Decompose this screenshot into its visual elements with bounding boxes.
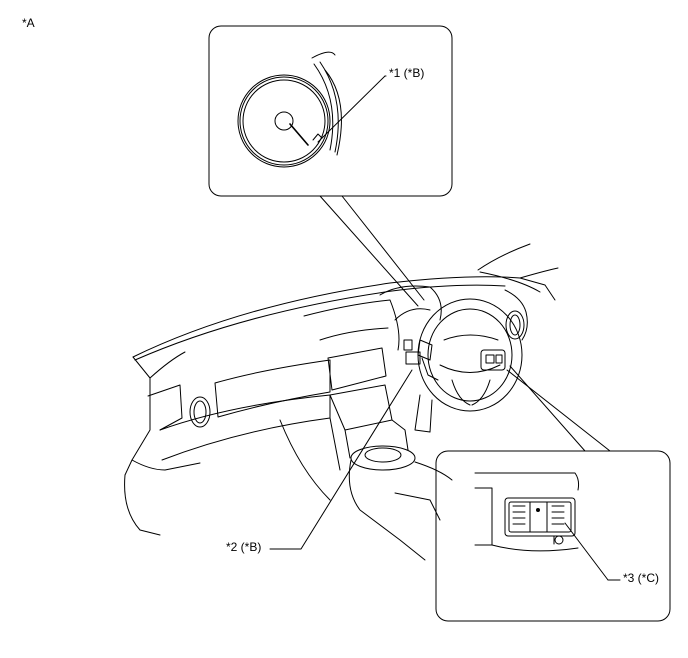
dashboard-drawing [124, 243, 559, 561]
leader-lines [269, 75, 621, 581]
callout-label-1: *1 (*B) [389, 66, 425, 80]
callout-label-3: *3 (*C) [623, 571, 660, 585]
steering-wheel-drawing [403, 298, 523, 433]
callout-label-2: *2 (*B) [226, 540, 262, 554]
inset-switch-box [435, 365, 671, 622]
view-label: *A [22, 16, 35, 30]
inset-meter-box [208, 25, 453, 307]
